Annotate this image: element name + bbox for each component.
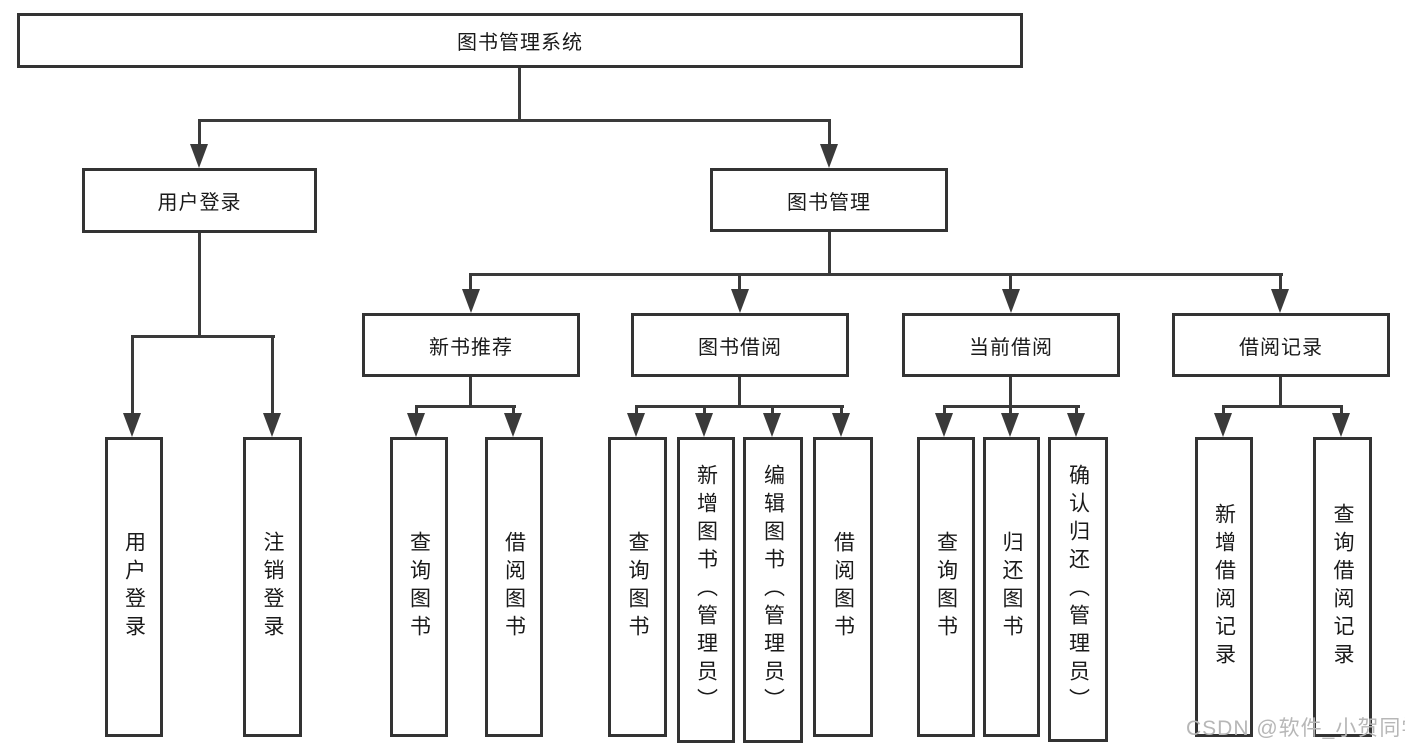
node-new-book-recommend: 新书推荐 (362, 313, 580, 377)
connector-line (415, 405, 516, 408)
connector-line (828, 232, 831, 276)
leaf-add-book-admin: 新增图书（管理员） (677, 437, 735, 743)
leaf-query-books-current: 查询图书 (917, 437, 975, 737)
arrow-down-icon (1332, 413, 1350, 437)
node-root-system: 图书管理系统 (17, 13, 1023, 68)
connector-line (1222, 405, 1343, 408)
node-book-borrowing: 图书借阅 (631, 313, 849, 377)
leaf-add-borrow-record: 新增借阅记录 (1195, 437, 1253, 737)
connector-line (131, 335, 275, 338)
connector-line (738, 275, 741, 291)
connector-line (1340, 407, 1343, 415)
connector-line (469, 377, 472, 408)
node-label: 当前借阅 (969, 336, 1053, 359)
node-label: 图书借阅 (698, 336, 782, 359)
leaf-edit-book-admin: 编辑图书（管理员） (743, 437, 803, 743)
node-label: 查询图书 (407, 531, 431, 643)
node-book-management: 图书管理 (710, 168, 948, 232)
node-label: 归还图书 (1000, 531, 1023, 643)
connector-line (1009, 407, 1012, 415)
arrow-down-icon (1002, 289, 1020, 313)
leaf-query-books-recommend: 查询图书 (390, 437, 448, 737)
arrow-down-icon (820, 144, 838, 168)
connector-line (469, 275, 472, 291)
node-label: 确认归还（管理员） (1066, 463, 1090, 716)
arrow-down-icon (1271, 289, 1289, 313)
arrow-down-icon (462, 289, 480, 313)
arrow-down-icon (123, 413, 141, 437)
connector-line (703, 407, 706, 415)
node-label: 新书推荐 (429, 336, 513, 359)
arrow-down-icon (504, 413, 522, 437)
node-label: 新增借阅记录 (1212, 503, 1236, 671)
arrow-down-icon (832, 413, 850, 437)
connector-line (943, 405, 1080, 408)
arrow-down-icon (1214, 413, 1232, 437)
leaf-user-login: 用户登录 (105, 437, 163, 737)
connector-line (1009, 275, 1012, 291)
connector-line (1222, 407, 1225, 415)
node-label: 查询图书 (626, 531, 649, 643)
node-label: 新增图书（管理员） (694, 464, 718, 716)
connector-line (1279, 377, 1282, 408)
connector-line (738, 377, 741, 408)
arrow-down-icon (763, 413, 781, 437)
connector-line (512, 407, 515, 415)
leaf-return-book: 归还图书 (983, 437, 1040, 737)
connector-line (1279, 275, 1282, 291)
node-current-borrowing: 当前借阅 (902, 313, 1120, 377)
connector-line (771, 407, 774, 415)
node-label: 用户登录 (122, 531, 146, 643)
connector-line (198, 232, 201, 338)
node-borrowing-records: 借阅记录 (1172, 313, 1390, 377)
leaf-borrow-books-recommend: 借阅图书 (485, 437, 543, 737)
leaf-logout: 注销登录 (243, 437, 302, 737)
arrow-down-icon (935, 413, 953, 437)
arrow-down-icon (407, 413, 425, 437)
node-label: 图书管理 (787, 191, 871, 214)
arrow-down-icon (190, 144, 208, 168)
connector-line (198, 121, 201, 146)
leaf-query-borrow-record: 查询借阅记录 (1313, 437, 1372, 737)
connector-line (415, 407, 418, 415)
leaf-borrow-books: 借阅图书 (813, 437, 873, 737)
node-label: 查询借阅记录 (1331, 503, 1354, 671)
node-label: 图书管理系统 (457, 32, 583, 54)
leaf-query-books-borrowing: 查询图书 (608, 437, 667, 737)
leaf-confirm-return-admin: 确认归还（管理员） (1048, 437, 1108, 742)
node-label: 注销登录 (261, 531, 284, 643)
arrow-down-icon (731, 289, 749, 313)
node-label: 借阅记录 (1239, 336, 1323, 359)
connector-line (271, 337, 274, 415)
connector-line (943, 407, 946, 415)
arrow-down-icon (627, 413, 645, 437)
connector-line (131, 337, 134, 415)
arrow-down-icon (263, 413, 281, 437)
node-label: 借阅图书 (502, 531, 526, 643)
connector-line (518, 68, 521, 122)
arrow-down-icon (695, 413, 713, 437)
node-label: 查询图书 (934, 531, 958, 643)
connector-line (635, 405, 844, 408)
connector-line (1009, 377, 1012, 408)
connector-line (840, 407, 843, 415)
node-label: 编辑图书（管理员） (761, 464, 785, 716)
connector-line (828, 121, 831, 146)
csdn-watermark: CSDN @软件_小贺同学 (1186, 717, 1405, 740)
arrow-down-icon (1001, 413, 1019, 437)
connector-line (469, 273, 1283, 276)
connector-line (635, 407, 638, 415)
connector-line (198, 119, 831, 122)
node-label: 借阅图书 (831, 531, 855, 643)
node-label: 用户登录 (157, 192, 242, 214)
connector-line (1075, 407, 1078, 415)
node-user-login: 用户登录 (82, 168, 317, 233)
arrow-down-icon (1067, 413, 1085, 437)
